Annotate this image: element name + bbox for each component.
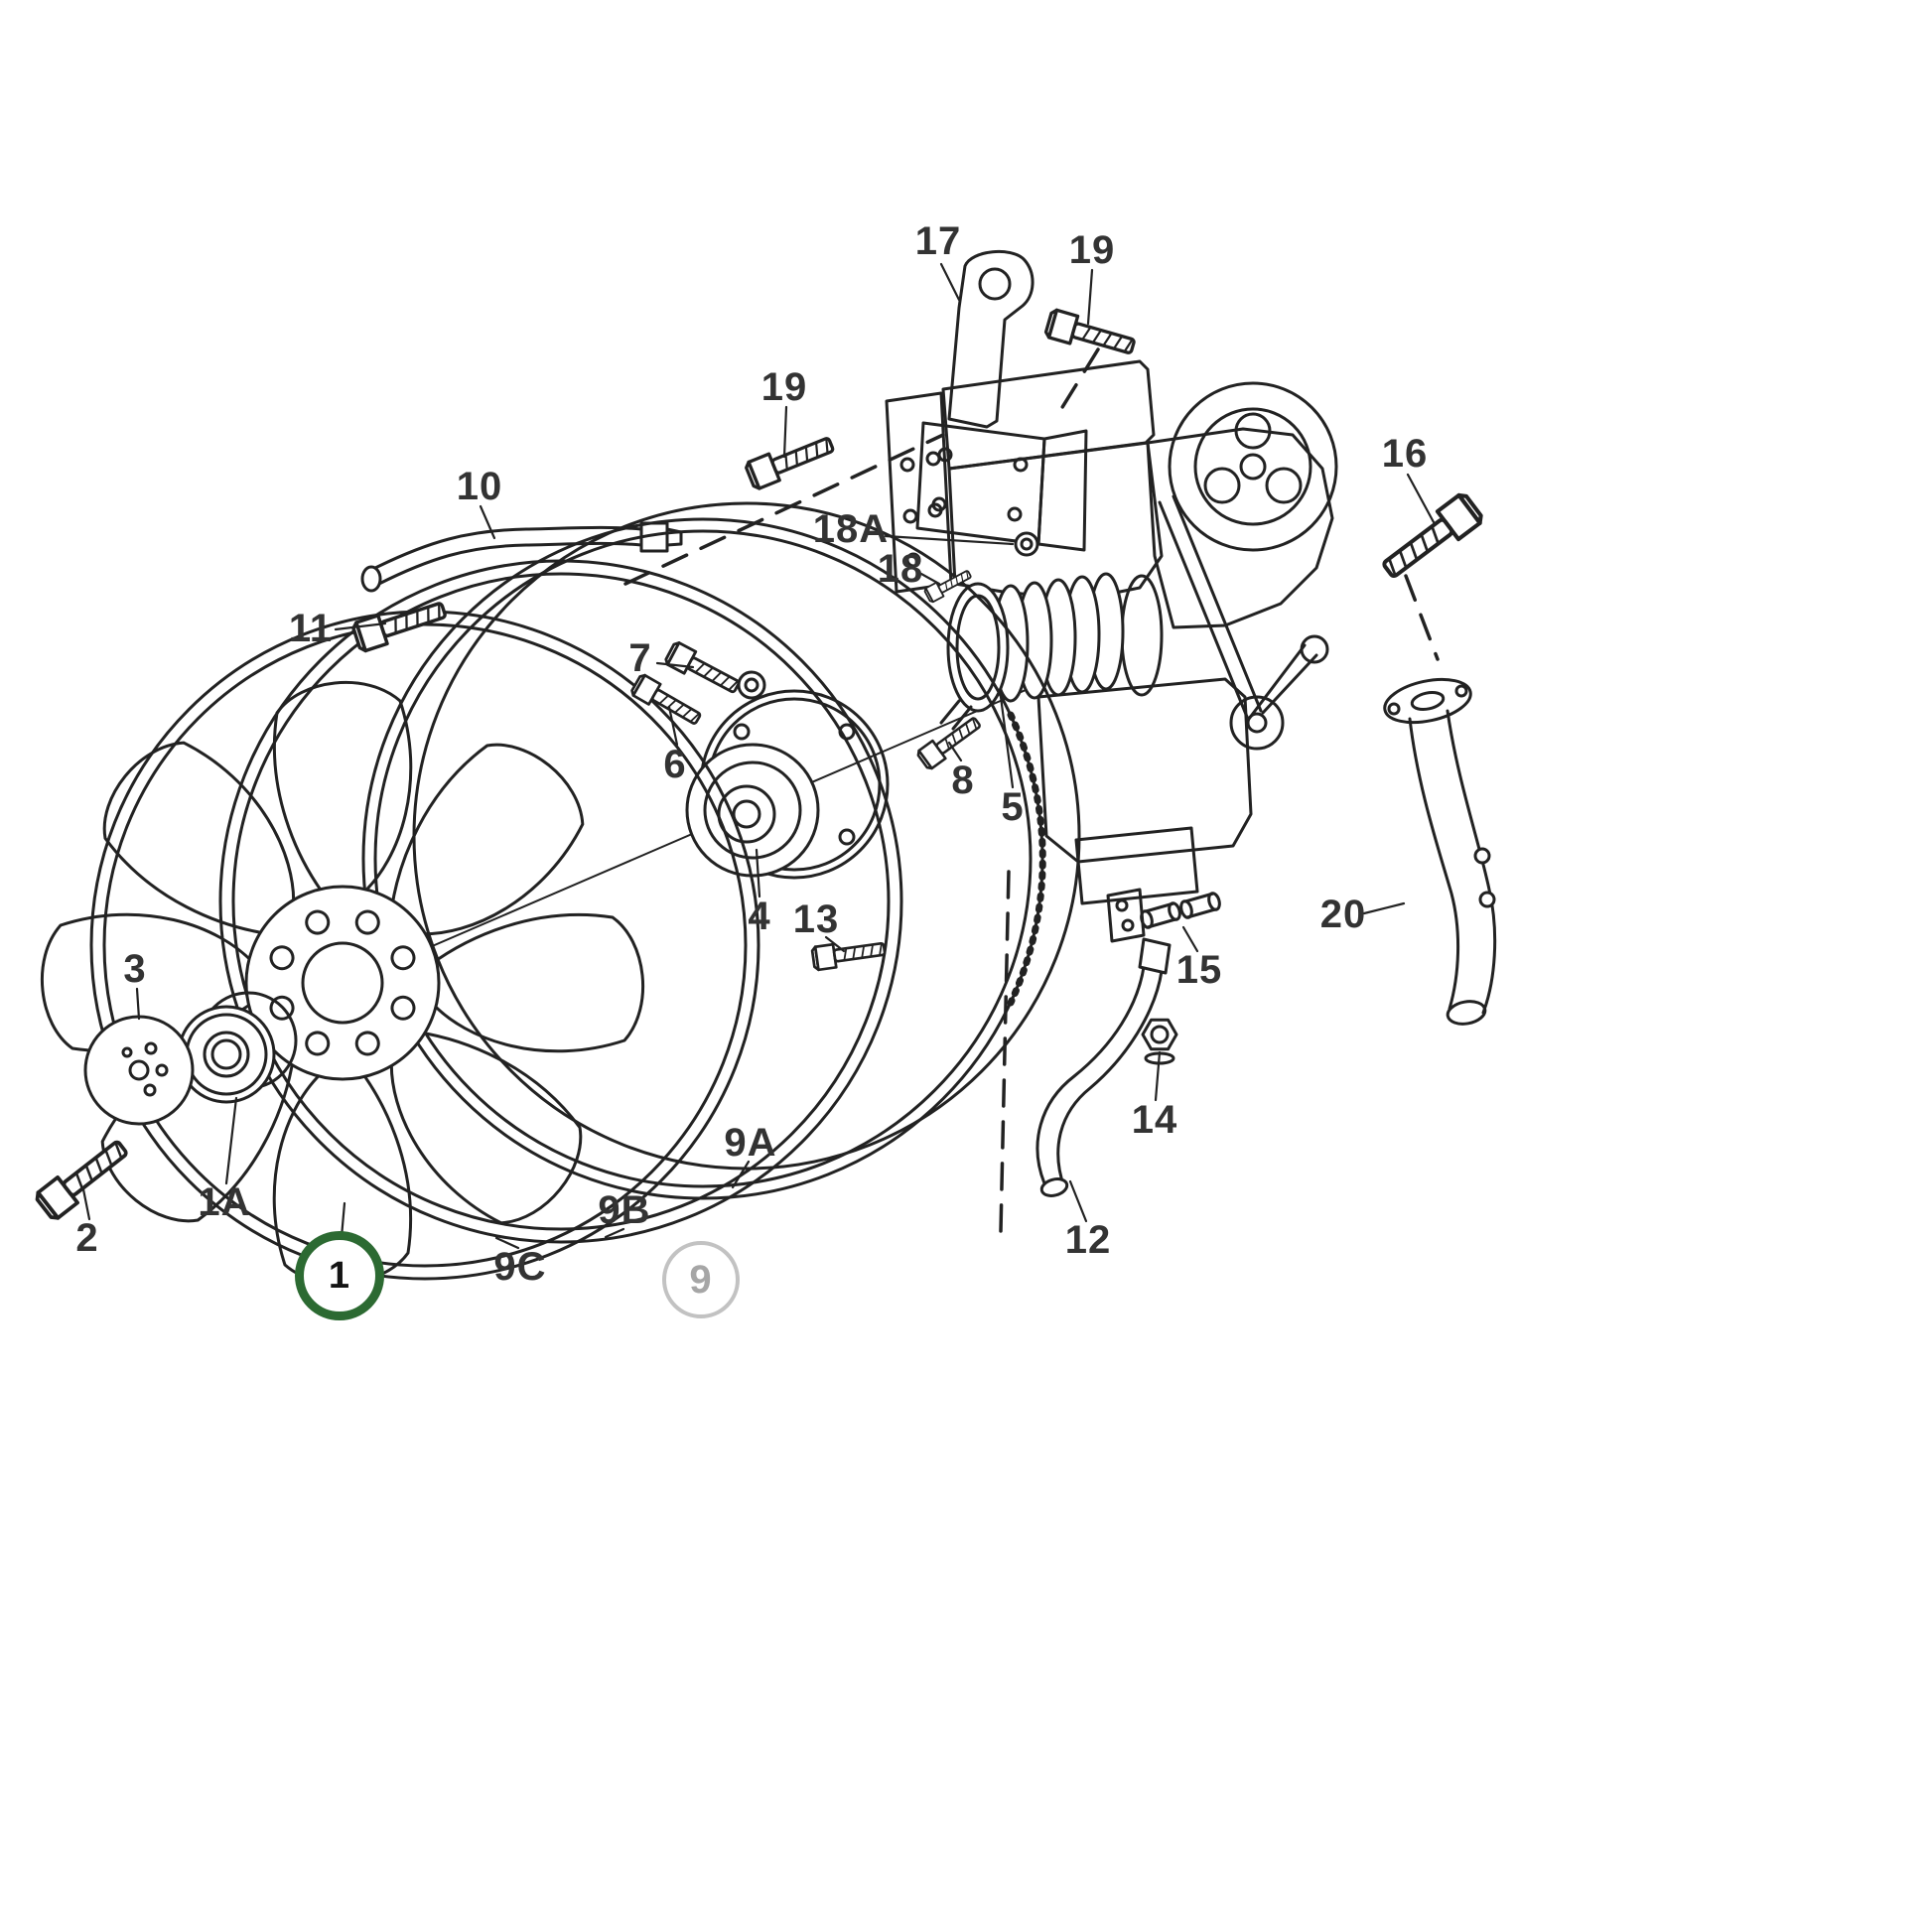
- part-3-disc: [83, 1015, 195, 1126]
- part-label-5[interactable]: 5: [1001, 785, 1025, 829]
- part-12-hose: [1035, 937, 1172, 1197]
- fasteners: [32, 307, 1483, 1223]
- part-label-16[interactable]: 16: [1381, 432, 1429, 476]
- part-label-18[interactable]: 18: [877, 547, 924, 591]
- part-label-15[interactable]: 15: [1175, 948, 1223, 992]
- part-label-2[interactable]: 2: [75, 1216, 99, 1260]
- part-17-bracket: [915, 249, 1088, 552]
- part-5-bellows-hose: [939, 572, 1125, 731]
- part-label-6[interactable]: 6: [663, 743, 687, 786]
- part-9b-shroud-ring: [218, 559, 903, 1244]
- part-label-13[interactable]: 13: [792, 897, 840, 941]
- part-label-1[interactable]: 1: [295, 1231, 384, 1320]
- part-label-12[interactable]: 12: [1064, 1218, 1112, 1262]
- part-18a-washer: [1014, 531, 1039, 557]
- part-label-11[interactable]: 11: [288, 607, 334, 650]
- part-label-9c[interactable]: 9C: [493, 1245, 547, 1289]
- part-label-1a[interactable]: 1A: [198, 1180, 251, 1224]
- part-label-18a[interactable]: 18A: [812, 507, 890, 551]
- part-20-pipe: [1383, 677, 1497, 1026]
- dashed-guides: [623, 347, 1440, 1233]
- part-label-19-left[interactable]: 19: [760, 365, 808, 409]
- part-label-8[interactable]: 8: [951, 759, 975, 802]
- leader-lines: [81, 262, 1436, 1250]
- part-label-14[interactable]: 14: [1131, 1098, 1178, 1142]
- part-label-9b[interactable]: 9B: [598, 1188, 651, 1232]
- part-label-4[interactable]: 4: [748, 895, 771, 938]
- part-10-hose: [360, 521, 683, 593]
- part-15-spacers: [1106, 888, 1221, 943]
- part-4-hub: [685, 689, 890, 880]
- part-label-3[interactable]: 3: [123, 947, 147, 991]
- part-label-19-top[interactable]: 19: [1068, 228, 1116, 272]
- part-label-17[interactable]: 17: [914, 219, 962, 263]
- part-label-9[interactable]: 9: [662, 1241, 740, 1318]
- part-label-10[interactable]: 10: [456, 465, 503, 508]
- part-label-20[interactable]: 20: [1319, 893, 1367, 936]
- part-label-9a[interactable]: 9A: [724, 1121, 777, 1165]
- part-label-7[interactable]: 7: [628, 636, 652, 680]
